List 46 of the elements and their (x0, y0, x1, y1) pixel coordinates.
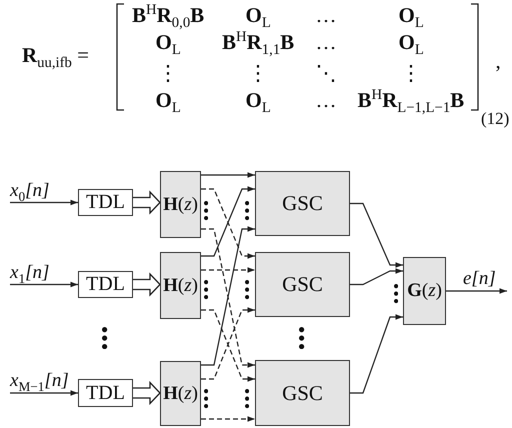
edge-label: x$_{M−1}$[n] (10, 371, 69, 390)
matrix-entry: B$^{H}$R$_{0,0}$B (132, 4, 204, 27)
matrix-entry: … (316, 4, 336, 27)
arrow (10, 282, 78, 288)
equation-number: (12) (481, 110, 510, 128)
process-box: TDL (78, 189, 133, 216)
arrow (10, 200, 78, 206)
matrix-entry: O$_{L}$ (398, 30, 424, 54)
process-box: H(z) (160, 361, 201, 426)
matrix-entry: … (316, 30, 336, 54)
arrow (446, 288, 507, 294)
arrow (350, 268, 403, 286)
dashed-arrow (201, 267, 255, 273)
edge-label: e[n] (463, 269, 496, 288)
process-box: TDL (78, 271, 133, 298)
process-box: TDL (78, 379, 133, 407)
process-box: H(z) (160, 171, 201, 238)
process-box: G(z) (403, 257, 446, 325)
process-box: GSC (255, 171, 350, 236)
matrix-entry: ⋱ (316, 62, 336, 85)
process-box: GSC (255, 360, 350, 426)
process-box: H(z) (160, 252, 201, 319)
equation-comma: , (496, 50, 501, 73)
hollow-arrow (132, 272, 161, 297)
matrix-entry: O$_{L}$ (246, 4, 271, 27)
process-box: GSC (255, 252, 350, 317)
edge-label: x$_{1}$[n] (10, 262, 50, 282)
matrix-entry: B$^{H}$R$_{1,1}$B (222, 30, 294, 54)
matrix-entry: ⋮ (158, 62, 178, 85)
matrix-entry: B$^{H}$R$_{L−1,L−1}$B (358, 88, 464, 112)
matrix-entry: O$_{L}$ (156, 88, 181, 112)
hollow-arrow (132, 380, 161, 406)
matrix-entry: ⋮ (400, 62, 422, 85)
arrow (350, 314, 403, 394)
arrow (201, 172, 255, 178)
matrix-entry: O$_{L}$ (246, 88, 271, 112)
dashed-arrow (201, 416, 255, 422)
hollow-arrow (132, 190, 161, 215)
arrow (350, 202, 403, 268)
matrix-entry: O$_{L}$ (156, 30, 181, 54)
arrow (10, 390, 78, 396)
equation-lhs: R$_{uu,ifb}$ = (22, 44, 89, 67)
matrix-entry: ⋮ (248, 62, 268, 85)
matrix-entry: … (316, 88, 336, 112)
matrix-entry: O$_{L}$ (398, 4, 424, 27)
edge-label: x$_{0}$[n] (10, 180, 50, 200)
